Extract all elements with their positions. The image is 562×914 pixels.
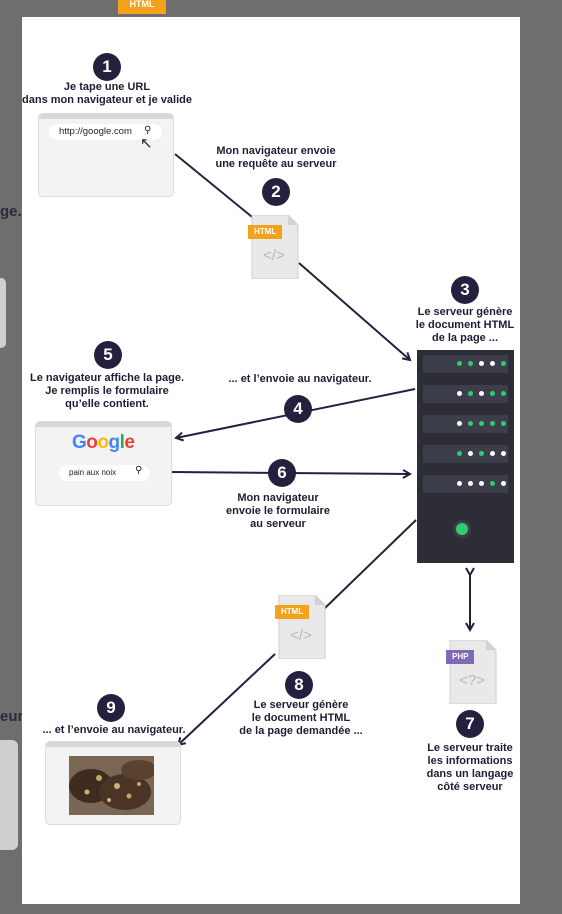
server-led [490, 481, 495, 486]
server-led [468, 451, 473, 456]
step-4-label: ... et l’envoie au navigateur. [228, 373, 372, 385]
server-led [501, 451, 506, 456]
bread-photo [69, 756, 154, 815]
server-unit [423, 445, 508, 463]
server-unit [423, 355, 508, 373]
step-4-badge: 4 [284, 395, 312, 423]
step-7-badge: 7 [456, 710, 484, 738]
arrow-browser-to-doc [174, 153, 258, 222]
background-text-fragment: ge. [0, 203, 22, 220]
background-card [0, 278, 6, 348]
step-8-badge: 8 [285, 671, 313, 699]
server-unit [423, 385, 508, 403]
server-unit [423, 475, 508, 493]
server-led [457, 481, 462, 486]
server-led [501, 421, 506, 426]
server-led [479, 391, 484, 396]
server-led [501, 361, 506, 366]
step-3-badge: 3 [451, 276, 479, 304]
server-led [457, 391, 462, 396]
browser-title-bar [39, 114, 173, 119]
cursor-icon: ↖ [140, 135, 153, 152]
server-rack-icon [417, 350, 514, 563]
server-led [457, 451, 462, 456]
step-5-label: Le navigateur affiche la page. Je rempli… [29, 372, 185, 410]
server-led [468, 421, 473, 426]
url-field[interactable]: http://google.com [49, 124, 162, 140]
html-document-icon: HTML </> [248, 215, 300, 279]
diagram-canvas: 1 Je tape une URL dans mon navigateur et… [22, 17, 520, 904]
server-led [479, 451, 484, 456]
step-7-label: Le serveur traite les informations dans … [426, 742, 514, 793]
php-document-icon: PHP <?> [446, 640, 498, 704]
google-logo: Google [72, 432, 135, 453]
step-1-label: Je tape une URL dans mon navigateur et j… [22, 81, 192, 106]
browser-title-bar [36, 422, 171, 427]
server-power-led [456, 523, 468, 535]
step-6-badge: 6 [268, 459, 296, 487]
code-glyph: </> [263, 247, 285, 264]
html-tag: HTML [275, 605, 310, 619]
step-2-label: Mon navigateur envoie une requête au ser… [215, 145, 337, 170]
search-query-field[interactable]: pain aux noix [59, 465, 150, 481]
browser-title-bar [46, 742, 180, 747]
server-led [479, 361, 484, 366]
server-led [490, 361, 495, 366]
server-led [501, 391, 506, 396]
browser-window-google: Google pain aux noix ⚲ [35, 421, 172, 506]
php-tag: PHP [446, 650, 475, 664]
step-5-badge: 5 [94, 341, 122, 369]
server-led [468, 481, 473, 486]
code-glyph: </> [290, 627, 312, 644]
server-unit [423, 415, 508, 433]
code-glyph: <?> [459, 672, 485, 689]
server-led [490, 451, 495, 456]
arrow-server-to-doc [324, 519, 417, 609]
server-led [490, 391, 495, 396]
step-1-badge: 1 [93, 53, 121, 81]
server-led [490, 421, 495, 426]
html-tag: HTML [248, 225, 283, 239]
step-9-label: ... et l’envoie au navigateur. [42, 724, 186, 736]
background-card-2 [0, 740, 18, 850]
bread-image [69, 756, 154, 815]
step-6-label: Mon navigateur envoie le formulaire au s… [226, 492, 330, 530]
server-led [468, 391, 473, 396]
step-9-badge: 9 [97, 694, 125, 722]
server-led [501, 481, 506, 486]
step-8-label: Le serveur génère le document HTML de la… [239, 699, 363, 737]
background-html-tag: HTML [118, 0, 166, 14]
arrow-doc-to-server [298, 262, 410, 360]
server-led [479, 421, 484, 426]
arrow-doc-to-browser [178, 653, 276, 745]
browser-window-url: http://google.com ⚲ ↖ [38, 113, 174, 197]
search-icon: ⚲ [144, 125, 152, 136]
html-document-icon-2: HTML </> [275, 595, 327, 659]
server-led [457, 421, 462, 426]
server-led [457, 361, 462, 366]
server-led [468, 361, 473, 366]
search-icon: ⚲ [135, 465, 143, 476]
server-led [479, 481, 484, 486]
background-text-fragment-2: eur. [0, 708, 27, 725]
step-2-badge: 2 [262, 178, 290, 206]
browser-window-result [45, 741, 181, 825]
step-3-label: Le serveur génère le document HTML de la… [415, 306, 515, 344]
